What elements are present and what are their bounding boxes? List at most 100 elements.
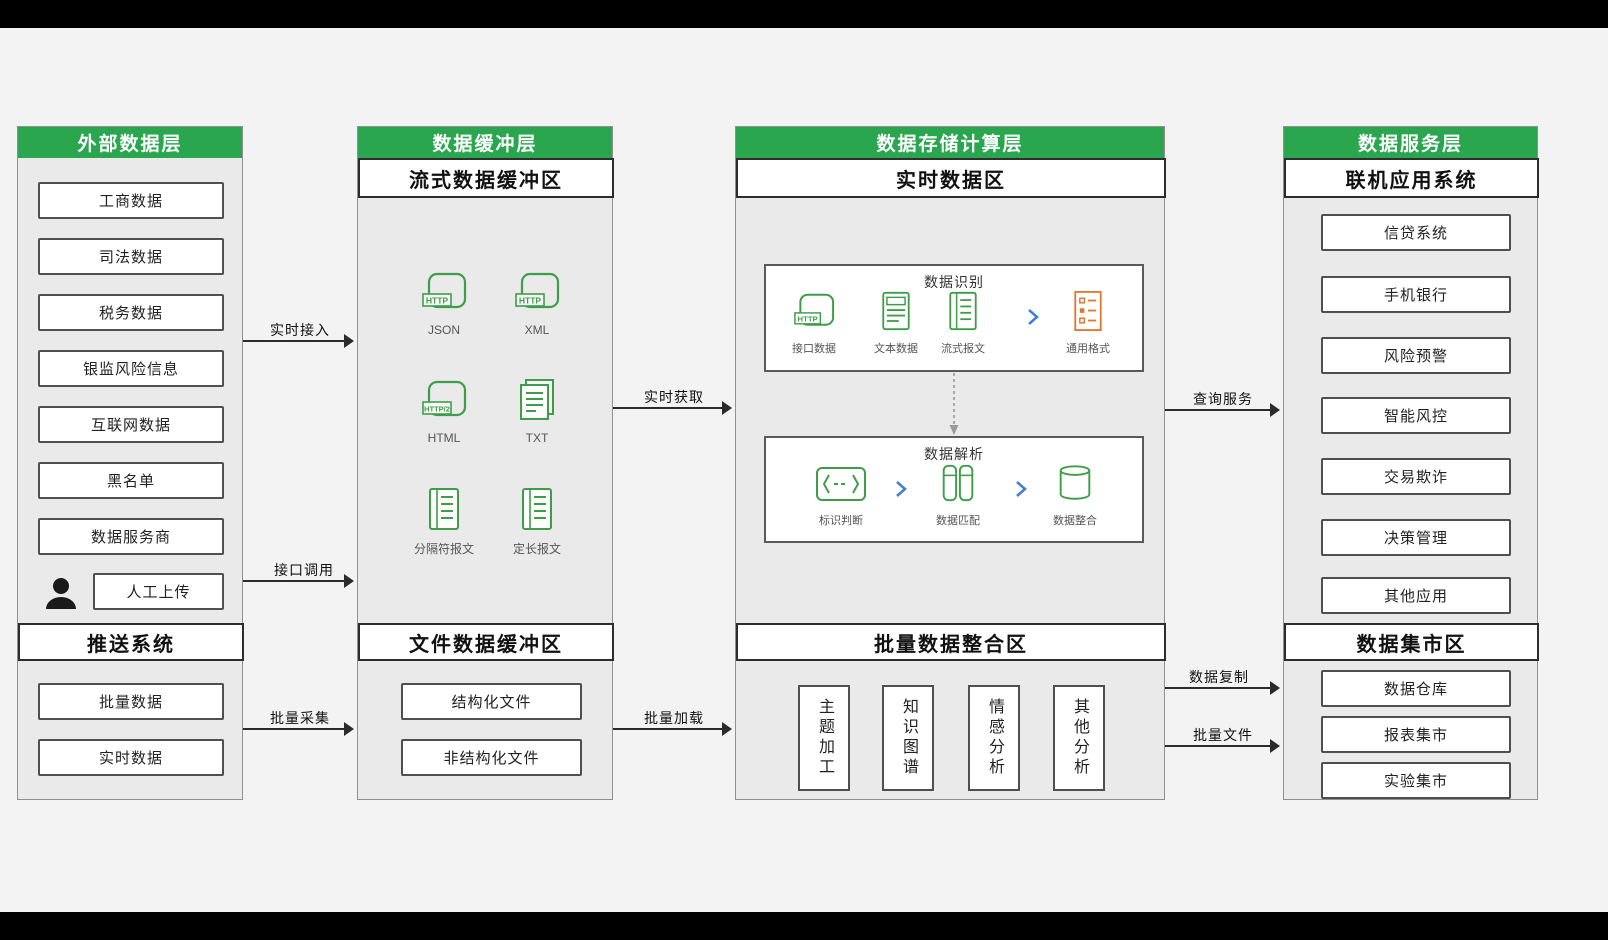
stream-item-label: TXT bbox=[525, 431, 549, 445]
online-item-risk-warning: 风险预警 bbox=[1321, 337, 1511, 374]
external-layer-title: 外部数据层 bbox=[18, 127, 242, 158]
data-bin-icon bbox=[1053, 462, 1097, 509]
arrow-label-query-service: 查询服务 bbox=[1193, 391, 1253, 407]
service-layer-panel: 数据服务层 联机应用系统 信贷系统 手机银行 风险预警 智能风控 交易欺诈 决策… bbox=[1283, 126, 1539, 800]
arrow-label-data-copy: 数据复制 bbox=[1189, 669, 1249, 685]
external-item-gongshang: 工商数据 bbox=[38, 182, 224, 219]
online-item-smart-risk: 智能风控 bbox=[1321, 397, 1511, 434]
parsing-item-label: 数据匹配 bbox=[936, 515, 980, 527]
stream-item-json: HTTP JSON bbox=[399, 271, 489, 337]
arrow-realtime-access bbox=[243, 334, 354, 348]
push-item-realtime: 实时数据 bbox=[38, 739, 224, 776]
stream-buffer-zone-title: 流式数据缓冲区 bbox=[358, 158, 614, 198]
mart-item-experiment: 实验集市 bbox=[1321, 762, 1511, 799]
parsing-item-label: 数据整合 bbox=[1053, 515, 1097, 527]
online-item-fraud: 交易欺诈 bbox=[1321, 458, 1511, 495]
letterbox-bottom bbox=[0, 912, 1608, 940]
push-item-batch: 批量数据 bbox=[38, 683, 224, 720]
recognition-item-text: 文本数据 bbox=[858, 290, 934, 356]
push-system-zone-title: 推送系统 bbox=[18, 623, 244, 661]
recognition-panel: 数据识别 HTTP 接口数据 bbox=[764, 264, 1144, 372]
chevron-right-icon bbox=[892, 478, 910, 505]
person-icon bbox=[42, 575, 80, 616]
checklist-icon bbox=[1068, 290, 1108, 337]
stream-item-fixedlen: 定长报文 bbox=[492, 486, 582, 557]
batch-item-other: 其他分析 bbox=[1053, 685, 1105, 791]
arrow-label-realtime-fetch: 实时获取 bbox=[644, 389, 704, 405]
external-item-heimingdan: 黑名单 bbox=[38, 462, 224, 499]
notebook-icon bbox=[515, 486, 559, 537]
external-item-sifa: 司法数据 bbox=[38, 238, 224, 275]
stream-item-label: 定长报文 bbox=[512, 542, 561, 556]
parsing-item-label: 标识判断 bbox=[819, 515, 863, 527]
document-pages-icon bbox=[515, 377, 559, 428]
batch-item-label: 其他分析 bbox=[1071, 698, 1088, 778]
recognition-item-label: 文本数据 bbox=[874, 343, 918, 355]
file-item-unstructured: 非结构化文件 bbox=[401, 739, 582, 776]
letterbox-top bbox=[0, 0, 1608, 28]
arrow-label-realtime-access: 实时接入 bbox=[270, 322, 330, 338]
arrow-interface-call bbox=[243, 574, 354, 588]
arrow-label-batch-load: 批量加载 bbox=[644, 710, 704, 726]
parsing-title: 数据解析 bbox=[924, 446, 984, 462]
notebook-icon bbox=[943, 290, 983, 337]
arrow-label-batch-file: 批量文件 bbox=[1193, 727, 1253, 743]
parsing-item-merge: 数据整合 bbox=[1037, 462, 1113, 528]
http-file-icon: HTTP/2 bbox=[420, 379, 468, 428]
stream-item-html: HTTP/2 HTML bbox=[399, 379, 489, 445]
stream-item-label: 分隔符报文 bbox=[413, 542, 474, 556]
online-item-credit: 信贷系统 bbox=[1321, 214, 1511, 251]
stream-item-label: JSON bbox=[427, 323, 460, 337]
parsing-item-match: 数据匹配 bbox=[920, 462, 996, 528]
scan-frame-icon bbox=[815, 464, 867, 509]
batch-item-label: 知识图谱 bbox=[900, 698, 917, 778]
online-zone-title: 联机应用系统 bbox=[1284, 158, 1539, 198]
http-badge-text: HTTP bbox=[798, 315, 818, 324]
arrow-batch-file bbox=[1165, 739, 1280, 753]
batch-item-topic: 主题加工 bbox=[798, 685, 850, 791]
arrow-realtime-fetch bbox=[613, 401, 732, 415]
http-file-icon: HTTP bbox=[420, 271, 468, 320]
service-layer-title: 数据服务层 bbox=[1284, 127, 1537, 158]
stream-item-label: XML bbox=[524, 323, 550, 337]
dashed-down-arrow bbox=[947, 373, 961, 441]
recognition-item-label: 通用格式 bbox=[1066, 343, 1110, 355]
realtime-zone-title: 实时数据区 bbox=[736, 158, 1166, 198]
arrow-query-service bbox=[1165, 403, 1280, 417]
batch-item-label: 主题加工 bbox=[816, 698, 833, 778]
batch-item-label: 情感分析 bbox=[986, 698, 1003, 778]
mart-item-report: 报表集市 bbox=[1321, 716, 1511, 753]
arrow-label-interface-call: 接口调用 bbox=[274, 562, 334, 578]
buffer-layer-title: 数据缓冲层 bbox=[358, 127, 612, 158]
batch-item-knowledge: 知识图谱 bbox=[882, 685, 934, 791]
recognition-item-label: 接口数据 bbox=[792, 343, 836, 355]
stream-item-txt: TXT bbox=[492, 377, 582, 445]
external-item-fuwushang: 数据服务商 bbox=[38, 518, 224, 555]
buffer-layer-panel: 数据缓冲层 流式数据缓冲区 HTTP JSON HTTP XML bbox=[357, 126, 614, 800]
file-buffer-zone-title: 文件数据缓冲区 bbox=[358, 623, 614, 661]
parsing-panel: 数据解析 标识判断 bbox=[764, 436, 1144, 543]
file-item-structured: 结构化文件 bbox=[401, 683, 582, 720]
mart-zone-title: 数据集市区 bbox=[1284, 623, 1539, 661]
arrow-batch-load bbox=[613, 722, 732, 736]
recognition-item-stream: 流式报文 bbox=[925, 290, 1001, 356]
http-badge-text: HTTP bbox=[426, 296, 449, 306]
external-item-yinjian: 银监风险信息 bbox=[38, 350, 224, 387]
recognition-item-label: 流式报文 bbox=[941, 343, 985, 355]
arrow-data-copy bbox=[1165, 681, 1280, 695]
parsing-item-identify: 标识判断 bbox=[803, 464, 879, 528]
stream-item-label: HTML bbox=[427, 431, 461, 445]
chevron-right-icon bbox=[1012, 478, 1030, 505]
notebook-icon bbox=[422, 486, 466, 537]
recognition-item-interface: HTTP 接口数据 bbox=[776, 292, 852, 356]
online-item-decision: 决策管理 bbox=[1321, 519, 1511, 556]
online-item-mobile-bank: 手机银行 bbox=[1321, 276, 1511, 313]
external-item-hulianwang: 互联网数据 bbox=[38, 406, 224, 443]
external-layer-panel: 外部数据层 工商数据 司法数据 税务数据 银监风险信息 互联网数据 黑名单 数据… bbox=[17, 126, 244, 800]
batch-zone-title: 批量数据整合区 bbox=[736, 623, 1166, 661]
http-file-icon: HTTP bbox=[792, 292, 836, 337]
http-badge-text: HTTP/2 bbox=[424, 405, 450, 414]
arrow-label-batch-collect: 批量采集 bbox=[270, 710, 330, 726]
mart-item-warehouse: 数据仓库 bbox=[1321, 670, 1511, 707]
